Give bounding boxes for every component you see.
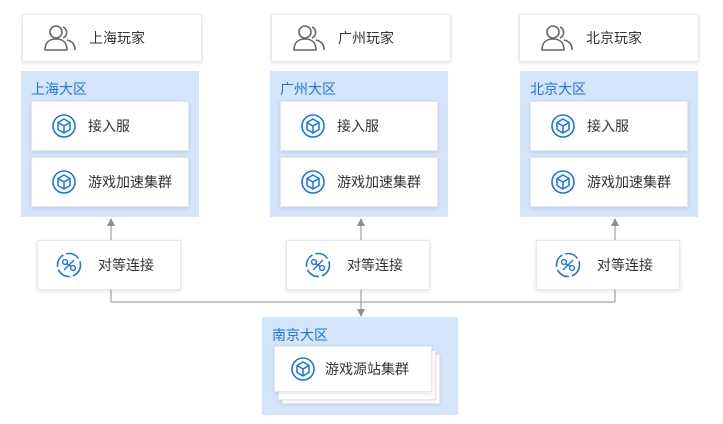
acceleration-cluster-label: 游戏加速集群 — [88, 175, 172, 191]
peering-icon — [305, 252, 331, 278]
cube-icon — [301, 114, 325, 138]
access-server-label: 接入服 — [88, 119, 130, 135]
origin-cluster-card: 游戏源站集群 — [274, 346, 432, 392]
access-server-label: 接入服 — [587, 119, 629, 135]
player-label: 上海玩家 — [89, 31, 145, 47]
region-title: 上海大区 — [31, 82, 87, 98]
peering-label: 对等连接 — [98, 258, 154, 274]
peering-icon — [555, 252, 581, 278]
player-card-shanghai: 上海玩家 — [22, 14, 202, 62]
origin-cluster-label: 游戏源站集群 — [325, 362, 409, 378]
acceleration-cluster-label: 游戏加速集群 — [587, 175, 671, 191]
cube-icon — [301, 170, 325, 194]
region-guangzhou: 广州大区 接入服 游戏加速集群 — [270, 71, 448, 217]
region-title: 南京大区 — [272, 328, 328, 344]
peering-card-shanghai: 对等连接 — [37, 240, 181, 290]
peering-icon — [56, 252, 82, 278]
access-server-card: 接入服 — [530, 101, 688, 151]
player-label: 广州玩家 — [338, 31, 394, 47]
cube-icon — [52, 170, 76, 194]
player-card-guangzhou: 广州玩家 — [271, 14, 451, 62]
region-nanjing: 南京大区 游戏源站集群 — [262, 317, 458, 415]
region-title: 北京大区 — [530, 82, 586, 98]
cube-icon — [551, 114, 575, 138]
access-server-label: 接入服 — [337, 119, 379, 135]
cube-icon — [551, 170, 575, 194]
access-server-card: 接入服 — [31, 101, 189, 151]
users-icon — [293, 25, 325, 51]
acceleration-cluster-card: 游戏加速集群 — [530, 157, 688, 207]
acceleration-cluster-card: 游戏加速集群 — [31, 157, 189, 207]
player-label: 北京玩家 — [586, 31, 642, 47]
peering-card-beijing: 对等连接 — [536, 240, 680, 290]
player-card-beijing: 北京玩家 — [519, 14, 699, 62]
region-title: 广州大区 — [280, 82, 336, 98]
region-shanghai: 上海大区 接入服 游戏加速集群 — [21, 71, 199, 217]
access-server-card: 接入服 — [280, 101, 438, 151]
acceleration-cluster-label: 游戏加速集群 — [337, 175, 421, 191]
cube-icon — [52, 114, 76, 138]
peering-label: 对等连接 — [347, 258, 403, 274]
acceleration-cluster-card: 游戏加速集群 — [280, 157, 438, 207]
region-beijing: 北京大区 接入服 游戏加速集群 — [520, 71, 698, 217]
users-icon — [541, 25, 573, 51]
users-icon — [44, 25, 76, 51]
peering-card-guangzhou: 对等连接 — [286, 240, 430, 290]
peering-label: 对等连接 — [597, 258, 653, 274]
cube-icon — [291, 357, 315, 381]
